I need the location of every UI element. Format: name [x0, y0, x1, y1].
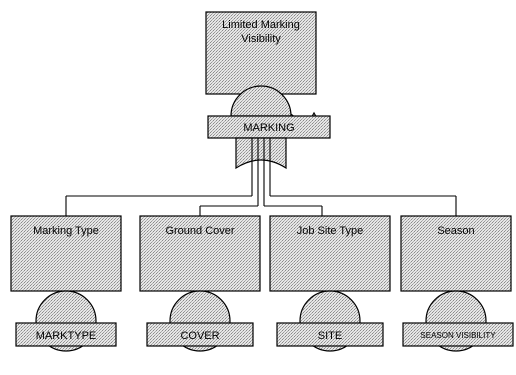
child-title: Ground Cover — [165, 225, 234, 237]
child-title: Marking Type — [33, 225, 99, 237]
top-gate-dome — [230, 85, 292, 117]
child-title: Job Site Type — [297, 225, 363, 237]
child-event-marking-type[interactable]: Marking Type MARKTYPE — [10, 215, 122, 352]
or-gate-icon — [235, 137, 287, 170]
child-title: Season — [437, 225, 474, 237]
child-gate-label: COVER — [180, 330, 219, 342]
child-gate-label-box — [146, 322, 254, 347]
child-event-job-site-type[interactable]: Job Site Type SITE — [269, 215, 391, 352]
top-gate[interactable]: MARKING — [207, 85, 331, 170]
top-event-title-line1: Limited Marking — [222, 19, 300, 31]
child-gate-label-box — [15, 322, 117, 347]
child-box[interactable] — [139, 215, 261, 292]
child-gate-label-box — [402, 322, 514, 347]
top-event[interactable]: Limited Marking Visibility — [205, 11, 317, 95]
child-event-ground-cover[interactable]: Ground Cover COVER — [139, 215, 261, 352]
child-gate-label: MARKTYPE — [36, 330, 97, 342]
child-gate-label: SEASON VISIBILITY — [420, 331, 496, 340]
connector-lines — [65, 138, 457, 216]
top-gate-label: MARKING — [243, 122, 294, 134]
child-box[interactable] — [269, 215, 391, 292]
top-event-box[interactable] — [205, 11, 317, 95]
top-event-title-line2: Visibility — [241, 33, 281, 45]
child-gate-label: SITE — [318, 330, 342, 342]
child-gate-label-box — [276, 322, 384, 347]
child-event-season[interactable]: Season SEASON VISIBILITY — [400, 215, 514, 352]
